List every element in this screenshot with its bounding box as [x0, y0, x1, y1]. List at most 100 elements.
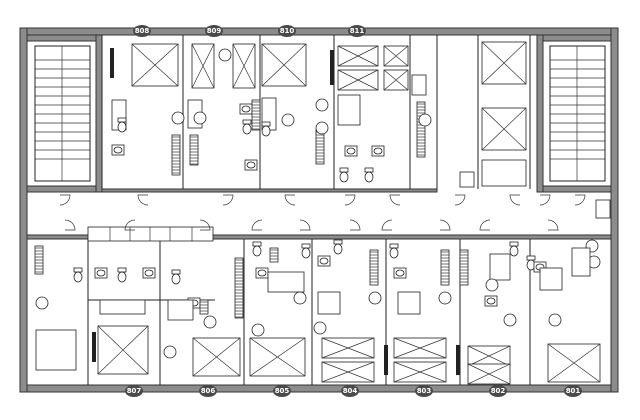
desk — [397, 291, 421, 315]
bed — [191, 43, 215, 89]
door — [547, 219, 559, 231]
wardrobe — [459, 249, 469, 286]
door — [222, 194, 234, 206]
bed — [383, 69, 409, 91]
bed — [192, 337, 241, 377]
room-number-badge: 808 — [133, 25, 151, 37]
chair — [281, 113, 295, 127]
chair — [171, 111, 185, 125]
bed — [261, 43, 307, 87]
chair — [203, 315, 217, 329]
bed — [393, 337, 447, 359]
desk — [337, 94, 361, 126]
wardrobe — [251, 99, 261, 131]
toilet — [301, 243, 311, 259]
room-number-badge: 801 — [564, 385, 582, 397]
room-number-badge: 803 — [415, 385, 433, 397]
room-number-badge: 810 — [278, 25, 296, 37]
desk — [595, 199, 611, 219]
desk — [571, 247, 591, 277]
room-number: 808 — [135, 27, 150, 35]
sink — [239, 103, 253, 115]
door — [439, 219, 451, 231]
door — [251, 219, 263, 231]
desk — [35, 329, 77, 371]
room-number: 803 — [417, 387, 432, 395]
desk — [489, 253, 511, 281]
bed — [321, 361, 375, 383]
door — [574, 194, 586, 206]
staircase-west — [34, 45, 91, 182]
furniture — [34, 43, 611, 385]
sink — [344, 145, 358, 157]
door — [59, 194, 71, 206]
wardrobe — [269, 247, 279, 263]
chair — [193, 111, 207, 125]
chair — [485, 278, 499, 292]
desk — [167, 299, 194, 321]
sink — [371, 145, 385, 157]
sink — [111, 144, 125, 156]
door — [137, 194, 149, 206]
room-number: 804 — [343, 387, 358, 395]
chair — [503, 313, 517, 327]
room-number-badge: 805 — [273, 385, 291, 397]
door — [479, 219, 491, 231]
desk — [267, 271, 305, 293]
bed — [467, 363, 511, 385]
chair — [418, 113, 432, 127]
wardrobe — [34, 245, 44, 275]
room-number: 805 — [275, 387, 290, 395]
door — [299, 219, 311, 231]
room-number-badge: 807 — [125, 385, 143, 397]
doors — [59, 194, 586, 231]
door — [389, 194, 401, 206]
wardrobe — [416, 101, 426, 158]
room-number: 807 — [127, 387, 142, 395]
sink — [255, 267, 269, 279]
window — [330, 50, 334, 85]
toilet — [526, 255, 536, 271]
chair — [368, 291, 382, 305]
door — [381, 219, 393, 231]
room-number-badge: 809 — [205, 25, 223, 37]
room-number: 811 — [350, 27, 365, 35]
window — [456, 345, 460, 375]
sink — [94, 267, 108, 279]
toilet — [171, 269, 181, 285]
toilet — [339, 167, 349, 183]
toilet — [389, 243, 399, 259]
chair — [313, 321, 327, 335]
wardrobe — [315, 129, 325, 165]
room-number-badge: 811 — [348, 25, 366, 37]
toilet — [509, 241, 519, 257]
door — [344, 194, 356, 206]
sink — [393, 267, 407, 279]
door — [539, 194, 551, 206]
bed — [467, 345, 511, 367]
chair — [218, 48, 232, 62]
toilet — [242, 119, 252, 135]
sink — [142, 267, 156, 279]
sink — [244, 159, 258, 171]
bed — [321, 337, 375, 359]
door — [199, 219, 211, 231]
door — [454, 194, 466, 206]
toilet — [252, 241, 262, 257]
bed — [249, 337, 306, 377]
room-number-badge: 804 — [341, 385, 359, 397]
bed — [547, 343, 601, 383]
chair — [251, 323, 265, 337]
desk — [411, 74, 427, 96]
bed — [383, 45, 409, 67]
desk — [539, 267, 563, 291]
toilet — [333, 239, 343, 255]
sink — [484, 295, 498, 307]
door — [349, 219, 361, 231]
bed — [232, 43, 256, 89]
room-labels-top: 808 809 810 811 — [133, 25, 366, 37]
chair — [163, 345, 177, 359]
window — [384, 345, 388, 375]
